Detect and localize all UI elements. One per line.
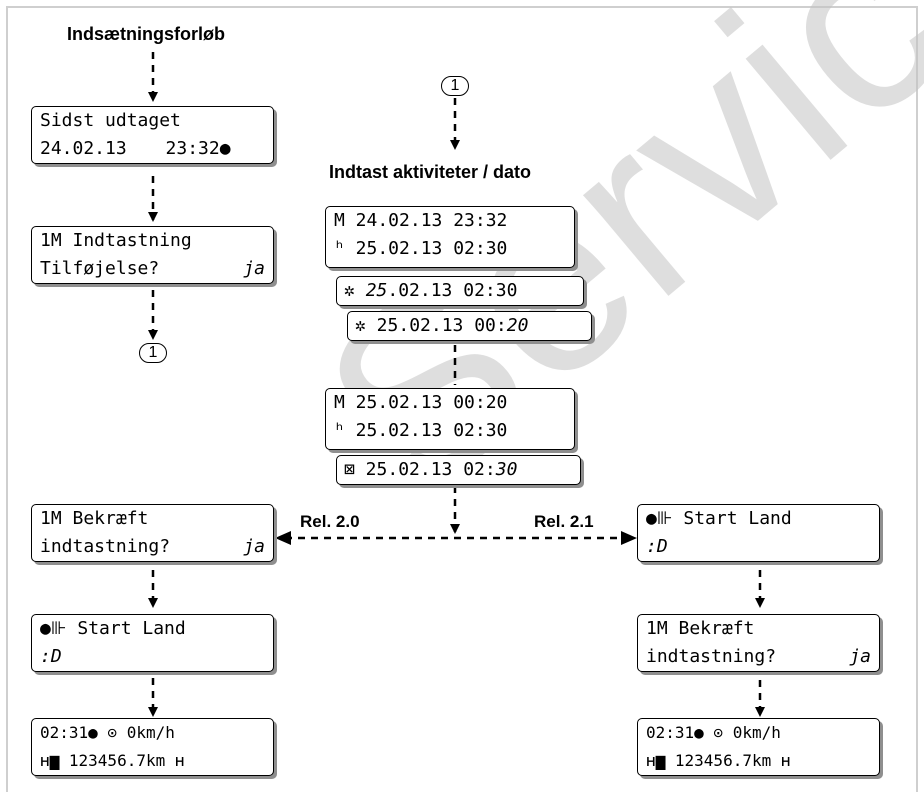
display-left-standard: 02:31● ⊙ 0km/h ʜ▆ 123456.7km ʜ <box>31 718 274 776</box>
display-line-2: 24.02.13 23:32● <box>40 138 231 160</box>
display-stack1-main: M 24.02.13 23:32 ʰ 25.02.13 02:30 <box>325 206 575 268</box>
display-line-2: indtastning? <box>40 536 171 557</box>
branch-left-arrowhead <box>275 531 291 545</box>
diagram-frame <box>6 6 918 792</box>
display-right-standard: 02:31● ⊙ 0km/h ʜ▆ 123456.7km ʜ <box>637 718 880 776</box>
stack-date-italic: 25 <box>365 280 388 301</box>
display-line-2: ʜ▆ 123456.7km ʜ <box>646 751 791 770</box>
display-line-1: Sidst udtaget <box>40 110 181 131</box>
stack-minutes-italic: 30 <box>495 459 518 480</box>
left-column-title: Indsætningsforløb <box>67 24 225 44</box>
stack-text: .02.13 02:30 <box>387 280 518 301</box>
display-line-1: 02:31● ⊙ 0km/h <box>40 723 175 742</box>
stack-line-1: M 25.02.13 00:20 <box>334 392 508 413</box>
display-line-1: ●⊪ Start Land <box>40 618 186 639</box>
display-left-confirm: 1M Bekræft indtastning? ja <box>31 504 274 562</box>
display-stack2-main: M 25.02.13 00:20 ʰ 25.02.13 02:30 <box>325 388 575 450</box>
display-stack1-row3: ✲ 25.02.13 02:30 <box>336 276 584 306</box>
display-left-start-land: ●⊪ Start Land :D <box>31 614 274 672</box>
display-last-removed: Sidst udtaget 24.02.13 23:32● <box>31 106 274 164</box>
stack-minutes-italic: 20 <box>506 315 529 336</box>
connector-1-center: 1 <box>441 76 469 96</box>
display-line-1: 1M Bekræft <box>646 618 755 639</box>
display-right-confirm: 1M Bekræft indtastning? ja <box>637 614 880 672</box>
display-line-1: ●⊪ Start Land <box>646 508 792 529</box>
display-line-2: Tilføjelse? <box>40 258 160 279</box>
display-yes: ja <box>243 258 265 279</box>
display-line-1: 1M Bekræft <box>40 508 149 529</box>
rest-icon: ✲ <box>344 280 355 301</box>
center-column-title: Indtast aktiviteter / dato <box>329 162 532 182</box>
display-line-2: indtastning? <box>646 646 777 667</box>
display-stack2-row3: ⊠ 25.02.13 02:30 <box>336 455 581 485</box>
display-yes: ja <box>849 646 871 667</box>
box-icon: ⊠ <box>344 459 355 480</box>
display-right-start-land: ●⊪ Start Land :D <box>637 504 880 562</box>
display-line-1: 02:31● ⊙ 0km/h <box>646 723 781 742</box>
display-stack1-row4: ✲ 25.02.13 00:20 <box>347 311 592 341</box>
display-entry-addition: 1M Indtastning Tilføjelse? ja <box>31 226 274 284</box>
display-date: 24.02.13 <box>40 138 127 159</box>
display-yes: ja <box>243 536 265 557</box>
display-time: 23:32● <box>165 138 231 159</box>
stack-text: 25.02.13 02: <box>354 459 496 480</box>
branch-right-arrowhead <box>621 531 637 545</box>
display-line-2: :D <box>40 646 62 667</box>
branch-label-rel20: Rel. 2.0 <box>300 512 360 531</box>
display-line-1: 1M Indtastning <box>40 230 192 251</box>
stack-line-2: ʰ 25.02.13 02:30 <box>334 420 508 441</box>
stack-line-1: M 24.02.13 23:32 <box>334 210 508 231</box>
display-line-2: :D <box>646 536 668 557</box>
connector-1-left: 1 <box>139 343 167 363</box>
stack-text: 25.02.13 00: <box>365 315 507 336</box>
branch-label-rel21: Rel. 2.1 <box>534 512 594 531</box>
stack-line-2: ʰ 25.02.13 02:30 <box>334 238 508 259</box>
rest-icon: ✲ <box>355 315 366 336</box>
display-line-2: ʜ▆ 123456.7km ʜ <box>40 751 185 770</box>
